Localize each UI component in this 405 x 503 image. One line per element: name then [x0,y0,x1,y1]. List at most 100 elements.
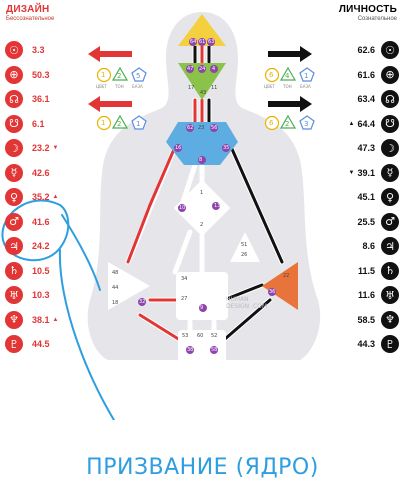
design-gate-value: 42.6 [32,167,50,178]
g-center [173,179,231,237]
gate-markers [138,38,276,354]
sun-icon: ☉ [5,41,23,60]
design-gate-value: 24.2 [32,241,50,252]
personality-title: ЛИЧНОСТЬ [338,4,397,15]
north-node-icon: ☊ [5,90,23,109]
solar-plexus-center [262,262,298,310]
personality-planet-row[interactable]: 62.6☉ [349,38,399,63]
south-node-icon: ☋ [5,114,23,133]
design-gate-value: 41.6 [32,216,50,227]
uranus-icon: ♅ [381,286,399,305]
design-title: ДИЗАЙН [6,4,50,15]
bodygraph [1,12,321,420]
ego-center [230,232,260,262]
head-center [178,14,226,46]
design-planet-row[interactable]: ♃ 24.2 [5,234,58,259]
design-gate-value: 10.3 [32,290,50,301]
south-node-icon: ☋ [381,114,399,133]
design-planet-row[interactable]: ♀35.2▲ [5,185,58,210]
annotation-drawing [1,199,116,420]
personality-gate-value: 11.5 [357,265,375,276]
design-header: ДИЗАЙН Бессознательное [6,4,54,22]
personality-subtitle: Сознательное [357,16,397,22]
personality-gate-value: 44.3 [357,339,375,350]
design-planet-row[interactable]: ☽23.2▼ [5,136,58,161]
design-planet-row[interactable]: ☋ 6.1 [5,112,58,137]
throat-center [166,122,238,165]
personality-gate-value: 64.4 [357,118,375,129]
personality-planet-row[interactable]: ▲64.4 ☋ [349,112,399,137]
root-center [178,330,226,370]
personality-planet-row[interactable]: 11.6 ♅ [349,283,399,308]
earth-icon: ⊕ [381,65,399,84]
design-fixation-mark: ▲ [52,316,59,323]
uranus-icon: ♅ [5,286,23,305]
personality-planet-row[interactable]: 61.6⊕ [349,63,399,88]
design-gate-value: 44.5 [32,339,50,350]
personality-gate-value: 11.6 [357,290,375,301]
design-gate-value: 3.3 [32,45,45,56]
design-gate-value: 35.2 [32,192,50,203]
personality-gate-value: 45.1 [357,192,375,203]
personality-planet-row[interactable]: ▼39.1 ☿ [349,161,399,186]
bottom-right-arrow [268,96,312,112]
mercury-icon: ☿ [381,163,399,182]
design-planet-row[interactable]: ♂ 41.6 [5,210,58,235]
design-gate-value: 6.1 [32,118,45,129]
personality-fixation-mark: ▲ [348,120,355,127]
design-planet-row[interactable]: ☊ 36.1 [5,87,58,112]
design-gate-value: 10.5 [32,265,50,276]
neptune-icon: ♆ [5,310,23,329]
sun-icon: ☉ [381,41,399,60]
personality-planet-row[interactable]: 8.6♃ [349,234,399,259]
pluto-icon: ♇ [5,335,23,354]
personality-planet-row[interactable]: 47.3☽ [349,136,399,161]
top-right-arrow [268,46,312,62]
personality-planet-list: 62.6☉61.6⊕63.4☊ ▲64.4 ☋ 47.3☽ ▼39.1 ☿ 45.1 ♀ 25.… [349,38,399,357]
personality-fixation-mark: ▼ [348,169,355,176]
personality-header: ЛИЧНОСТЬ Сознательное [339,4,397,22]
design-fixation-mark: ▼ [52,145,59,152]
moon-icon: ☽ [381,139,399,158]
personality-planet-row[interactable]: 44.3 ♇ [349,332,399,357]
venus-icon: ♀ [5,188,23,207]
variable-shapes [96,66,315,131]
personality-planet-row[interactable]: 11.5 ♄ [349,259,399,284]
saturn-icon: ♄ [381,261,399,280]
design-planet-row[interactable]: ☉ 3.3 [5,38,58,63]
jupiter-icon: ♃ [381,237,399,256]
venus-icon: ♀ [381,188,399,207]
design-gate-value: 50.3 [32,69,50,80]
north-node-icon: ☊ [381,90,399,109]
earth-icon: ⊕ [5,65,23,84]
personality-gate-value: 39.1 [357,167,375,178]
design-planet-row[interactable]: ⊕ 50.3 [5,63,58,88]
personality-planet-row[interactable]: 63.4☊ [349,87,399,112]
variable-arrows [88,46,312,112]
personality-gate-value: 25.5 [357,216,375,227]
neptune-icon: ♆ [381,310,399,329]
design-planet-row[interactable]: ♆ 38.1▲ [5,308,58,333]
personality-planet-row[interactable]: 58.5 ♆ [349,308,399,333]
design-planet-row[interactable]: ♅ 10.3 [5,283,58,308]
personality-planet-row[interactable]: 45.1 ♀ [349,185,399,210]
pluto-icon: ♇ [381,335,399,354]
mars-icon: ♂ [381,212,399,231]
jupiter-icon: ♃ [5,237,23,256]
design-planet-row[interactable]: ♇ 44.5 [5,332,58,357]
personality-gate-value: 58.5 [357,314,375,325]
top-left-arrow [88,46,132,62]
mars-icon: ♂ [5,212,23,231]
design-planet-row[interactable]: ♄ 10.5 [5,259,58,284]
design-gate-value: 38.1 [32,314,50,325]
mercury-icon: ☿ [5,163,23,182]
design-planet-list: ☉ 3.3 ⊕ 50.3 ☊ 36.1 ☋ 6.1 ☽23.2▼ ☿ 42.6 ♀ 35.2 ▲ ♂ 41.6… [5,38,58,357]
annotation-caption: ПРИЗВАНИЕ (ЯДРО) [86,455,319,480]
saturn-icon: ♄ [5,261,23,280]
design-planet-row[interactable]: ☿ 42.6 [5,161,58,186]
personality-planet-row[interactable]: 25.5 ♂ [349,210,399,235]
moon-icon: ☽ [5,139,23,158]
watermark: HUMAN DESIGN .COM [226,296,268,310]
sacral-center [176,272,228,320]
design-gate-value: 36.1 [32,94,50,105]
